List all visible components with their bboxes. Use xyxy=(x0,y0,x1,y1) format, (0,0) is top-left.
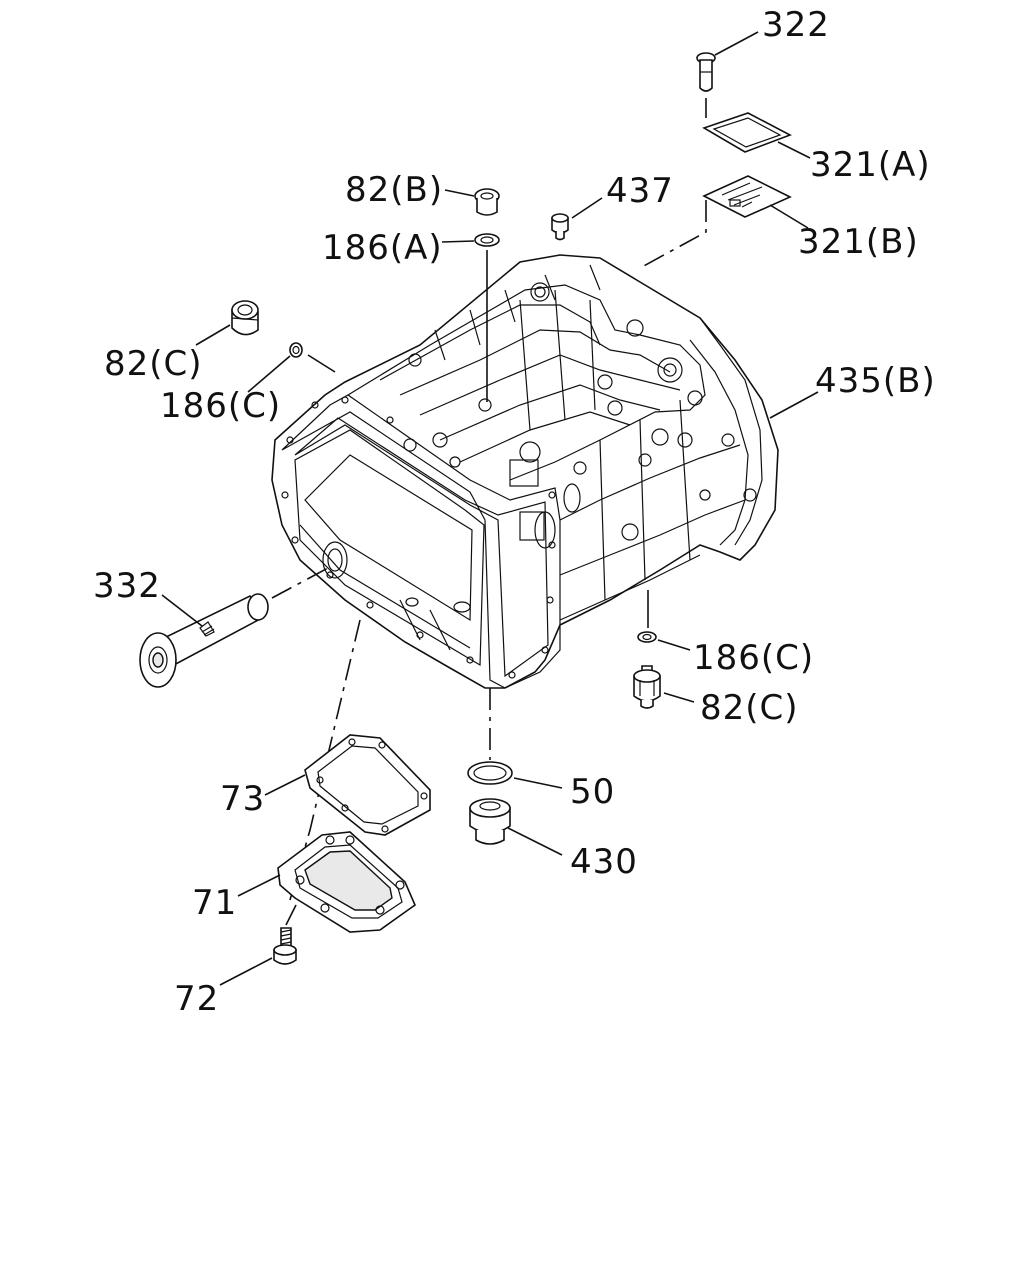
label-430: 430 xyxy=(570,842,638,882)
leader-82b xyxy=(444,189,475,197)
axis-cover-to-case xyxy=(289,619,361,901)
label-82c-left: 82(C) xyxy=(104,344,203,384)
label-321b: 321(B) xyxy=(798,222,919,262)
leader-321b xyxy=(769,204,809,229)
leader-82c-right xyxy=(663,692,695,703)
axis-321-to-case xyxy=(639,200,707,269)
leader-321a xyxy=(777,141,811,159)
leader-82c-left xyxy=(195,324,231,346)
part-321a-gasket[interactable] xyxy=(702,112,792,153)
label-332: 332 xyxy=(93,566,161,606)
leader-437 xyxy=(571,197,603,219)
part-430-drain-plug[interactable] xyxy=(469,798,511,845)
part-186c-right-washer[interactable] xyxy=(637,631,657,643)
part-322-bolt[interactable] xyxy=(696,52,716,92)
leader-186a xyxy=(441,240,475,243)
label-186c-right: 186(C) xyxy=(693,638,814,678)
leader-186c-left xyxy=(247,355,291,393)
label-186c-left: 186(C) xyxy=(160,386,281,426)
axis-72 xyxy=(285,904,297,926)
leader-50 xyxy=(513,777,563,789)
leader-186c-right xyxy=(657,639,691,651)
leader-430 xyxy=(507,827,563,856)
part-186c-left-washer[interactable] xyxy=(289,342,303,358)
part-82b-plug[interactable] xyxy=(474,188,500,216)
label-186a: 186(A) xyxy=(322,228,443,268)
part-437-switch[interactable] xyxy=(551,213,569,241)
axis-186c-left xyxy=(307,354,336,373)
label-73: 73 xyxy=(220,779,265,819)
part-71-cover[interactable] xyxy=(277,831,416,933)
leader-72 xyxy=(219,957,273,986)
part-332-strainer[interactable] xyxy=(139,593,269,688)
label-50: 50 xyxy=(570,772,615,812)
axis-332-to-case xyxy=(271,567,329,599)
leader-332 xyxy=(161,594,203,627)
label-72: 72 xyxy=(174,979,219,1019)
leader-435b xyxy=(769,391,819,419)
leader-71 xyxy=(237,874,281,897)
part-72-bolt[interactable] xyxy=(273,927,297,965)
part-73-gasket[interactable] xyxy=(304,734,431,836)
part-82c-right-plug[interactable] xyxy=(633,665,661,709)
label-435b: 435(B) xyxy=(815,361,936,401)
part-321b-cover-plate[interactable] xyxy=(702,175,792,218)
label-321a: 321(A) xyxy=(810,145,931,185)
part-50-o-ring[interactable] xyxy=(467,761,513,785)
part-186a-washer[interactable] xyxy=(474,233,500,247)
leader-322 xyxy=(714,31,759,56)
label-71: 71 xyxy=(192,883,237,923)
label-82c-right: 82(C) xyxy=(700,688,799,728)
label-322: 322 xyxy=(762,5,830,45)
leader-73 xyxy=(264,774,306,796)
part-82c-left-plug[interactable] xyxy=(231,300,259,336)
label-82b: 82(B) xyxy=(345,170,443,210)
label-437: 437 xyxy=(606,171,674,211)
transmission-case-435b[interactable] xyxy=(271,254,779,689)
